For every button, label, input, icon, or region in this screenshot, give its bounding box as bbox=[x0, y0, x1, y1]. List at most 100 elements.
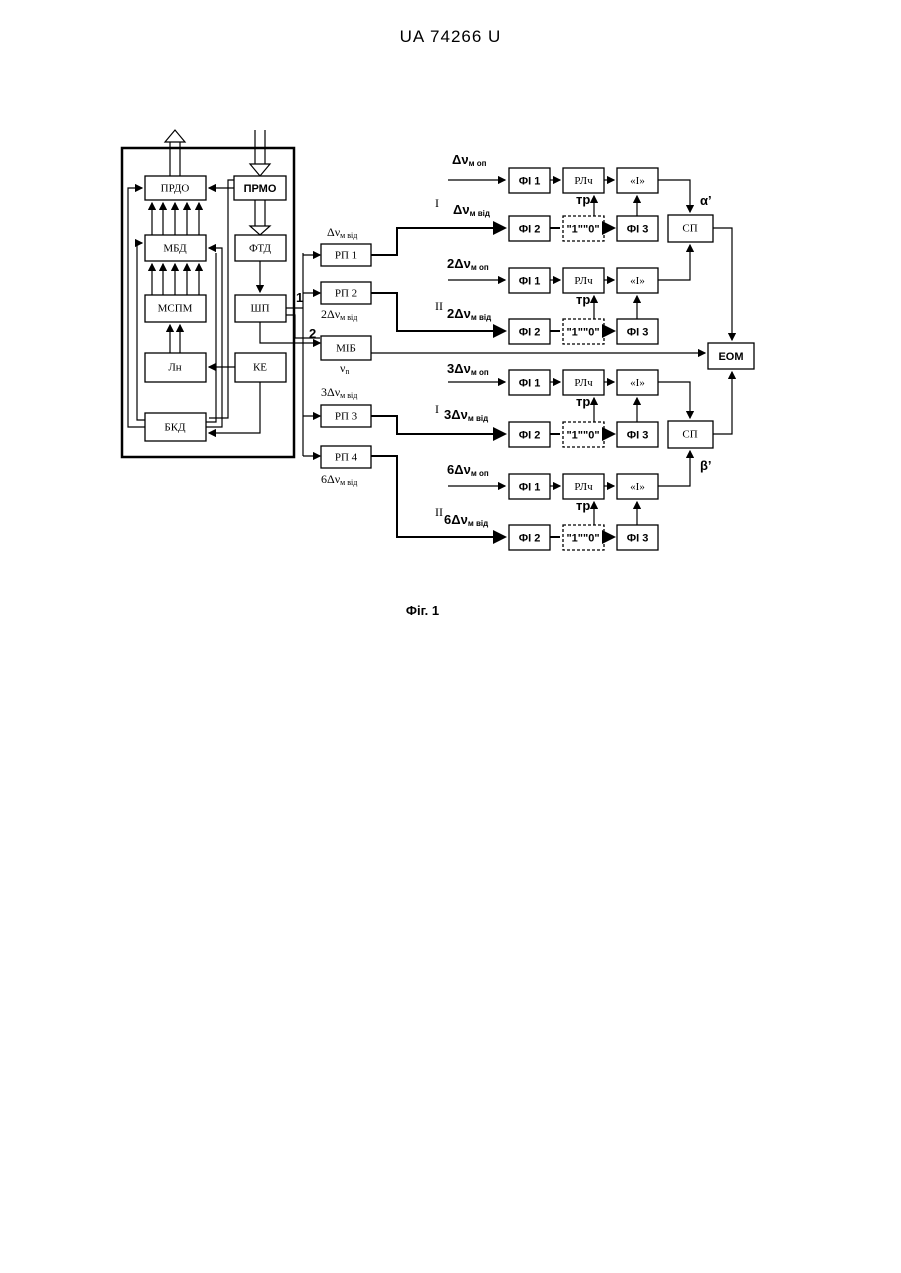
svg-text:МСПМ: МСПМ bbox=[158, 303, 193, 315]
block-integrator: «І» bbox=[617, 268, 658, 293]
block-rp3: РП 3 bbox=[321, 405, 371, 427]
block-fi1: ФІ 1 bbox=[509, 168, 550, 193]
tp-label: тр bbox=[576, 394, 590, 409]
block-prmo: ПРМО bbox=[234, 176, 286, 200]
switch-block: "1""0" bbox=[563, 422, 604, 447]
svg-text:ФІ 2: ФІ 2 bbox=[519, 326, 541, 338]
rp1-label: Δνм від bbox=[327, 225, 357, 240]
switch-block: "1""0" bbox=[563, 216, 604, 241]
block-fi2: ФІ 2 bbox=[509, 525, 550, 550]
figure-caption: Фіг. 1 bbox=[0, 603, 845, 618]
mib-label: νn bbox=[340, 361, 349, 376]
svg-text:ФІ 1: ФІ 1 bbox=[519, 481, 541, 493]
block-diagram: ПРДО ПРМО МБД ФТД МСПМ ШП Лн КЕ БКД bbox=[0, 0, 901, 620]
block-ftd: ФТД bbox=[235, 235, 286, 261]
block-fi2: ФІ 2 bbox=[509, 216, 550, 241]
roman-label-2: ІІ bbox=[435, 299, 443, 313]
op-label-3: 3Δνм оп bbox=[447, 361, 489, 377]
block-rlch: РЛч bbox=[563, 268, 604, 293]
svg-text:ФІ 1: ФІ 1 bbox=[519, 275, 541, 287]
svg-text:ФІ 3: ФІ 3 bbox=[627, 223, 649, 235]
channel-group-beta-1: ФІ 1 РЛч «І» ФІ 2 "1""0" ФІ 3 тр bbox=[448, 370, 690, 447]
switch-block: "1""0" bbox=[563, 319, 604, 344]
block-fi3: ФІ 3 bbox=[617, 216, 658, 241]
channel-group-alpha-1: ФІ 1 РЛч «І» ФІ 2 "1""0" ФІ 3 тр bbox=[448, 168, 690, 241]
svg-text:РЛч: РЛч bbox=[574, 275, 593, 287]
svg-text:ПРДО: ПРДО bbox=[161, 183, 190, 195]
svg-text:КЕ: КЕ bbox=[253, 362, 267, 374]
svg-text:1: 1 bbox=[296, 290, 303, 305]
switch-block: "1""0" bbox=[563, 525, 604, 550]
op-label-4: 6Δνм оп bbox=[447, 462, 489, 478]
svg-text:«І»: «І» bbox=[630, 481, 645, 493]
svg-text:МБД: МБД bbox=[163, 243, 187, 255]
block-integrator: «І» bbox=[617, 370, 658, 395]
block-integrator: «І» bbox=[617, 474, 658, 499]
svg-text:РП 2: РП 2 bbox=[335, 288, 357, 300]
channel-group-beta-2: ФІ 1РЛч«І»ФІ 2"1""0"ФІ 3тр bbox=[448, 451, 690, 550]
block-fi1: ФІ 1 bbox=[509, 474, 550, 499]
block-fi2: ФІ 2 bbox=[509, 319, 550, 344]
svg-text:РЛч: РЛч bbox=[574, 377, 593, 389]
svg-text:БКД: БКД bbox=[164, 422, 186, 434]
rp4-label: 6Δνм від bbox=[321, 472, 357, 487]
block-rp4: РП 4 bbox=[321, 446, 371, 468]
block-mspm: МСПМ bbox=[145, 295, 206, 322]
block-fi3: ФІ 3 bbox=[617, 319, 658, 344]
svg-text:РП 1: РП 1 bbox=[335, 250, 357, 262]
svg-text:СП: СП bbox=[682, 429, 697, 441]
channel-group-alpha-2: ФІ 1 РЛч «І» ФІ 2 "1""0" ФІ 3 тр bbox=[448, 245, 690, 344]
block-rlch: РЛч bbox=[563, 168, 604, 193]
rp3-label: 3Δνм від bbox=[321, 385, 357, 400]
svg-text:ФІ 3: ФІ 3 bbox=[627, 532, 649, 544]
svg-text:ФІ 2: ФІ 2 bbox=[519, 532, 541, 544]
block-sp-beta: СП bbox=[668, 421, 713, 448]
svg-text:МІБ: МІБ bbox=[336, 343, 356, 355]
vid-label-3: 3Δνм від bbox=[444, 407, 488, 423]
vid-label-2: 2Δνм від bbox=[447, 306, 491, 322]
svg-text:ФІ 3: ФІ 3 bbox=[627, 326, 649, 338]
block-ke: КЕ bbox=[235, 353, 286, 382]
block-fi1: ФІ 1 bbox=[509, 268, 550, 293]
block-fi2: ФІ 2 bbox=[509, 422, 550, 447]
input-arrow-icon bbox=[250, 130, 270, 176]
tp-label: тр bbox=[576, 292, 590, 307]
block-fi3: ФІ 3 bbox=[617, 525, 658, 550]
svg-text:«І»: «І» bbox=[630, 275, 645, 287]
tp-label: тр bbox=[576, 192, 590, 207]
block-mbd: МБД bbox=[145, 235, 206, 261]
svg-text:РП 4: РП 4 bbox=[335, 452, 358, 464]
svg-text:"1""0": "1""0" bbox=[566, 429, 599, 441]
svg-text:РЛч: РЛч bbox=[574, 175, 593, 187]
svg-text:ФІ 3: ФІ 3 bbox=[627, 429, 649, 441]
block-rlch: РЛч bbox=[563, 370, 604, 395]
svg-text:«І»: «І» bbox=[630, 377, 645, 389]
block-ln: Лн bbox=[145, 353, 206, 382]
svg-text:"1""0": "1""0" bbox=[566, 223, 599, 235]
svg-text:ФІ 2: ФІ 2 bbox=[519, 223, 541, 235]
block-bkd: БКД bbox=[145, 413, 206, 441]
svg-text:«І»: «І» bbox=[630, 175, 645, 187]
vid-label-1: Δνм від bbox=[453, 202, 490, 218]
svg-text:"1""0": "1""0" bbox=[566, 532, 599, 544]
beta-label: β’ bbox=[700, 458, 712, 473]
svg-text:2: 2 bbox=[309, 326, 316, 341]
block-integrator: «І» bbox=[617, 168, 658, 193]
op-label-1: Δνм оп bbox=[452, 152, 487, 168]
roman-label-1: І bbox=[435, 196, 439, 210]
op-label-2: 2Δνм оп bbox=[447, 256, 489, 272]
output-arrow-icon bbox=[165, 130, 185, 176]
svg-text:ФІ 1: ФІ 1 bbox=[519, 175, 541, 187]
block-rp2: РП 2 bbox=[321, 282, 371, 304]
block-rp1: РП 1 bbox=[321, 244, 371, 266]
svg-text:"1""0": "1""0" bbox=[566, 326, 599, 338]
roman-label-3: І bbox=[435, 402, 439, 416]
block-eom: ЕОМ bbox=[708, 343, 754, 369]
svg-text:ШП: ШП bbox=[250, 303, 269, 315]
svg-text:ПРМО: ПРМО bbox=[244, 183, 277, 195]
block-rlch: РЛч bbox=[563, 474, 604, 499]
svg-text:ФІ 2: ФІ 2 bbox=[519, 429, 541, 441]
block-fi3: ФІ 3 bbox=[617, 422, 658, 447]
svg-text:СП: СП bbox=[682, 223, 697, 235]
svg-text:ФІ 1: ФІ 1 bbox=[519, 377, 541, 389]
